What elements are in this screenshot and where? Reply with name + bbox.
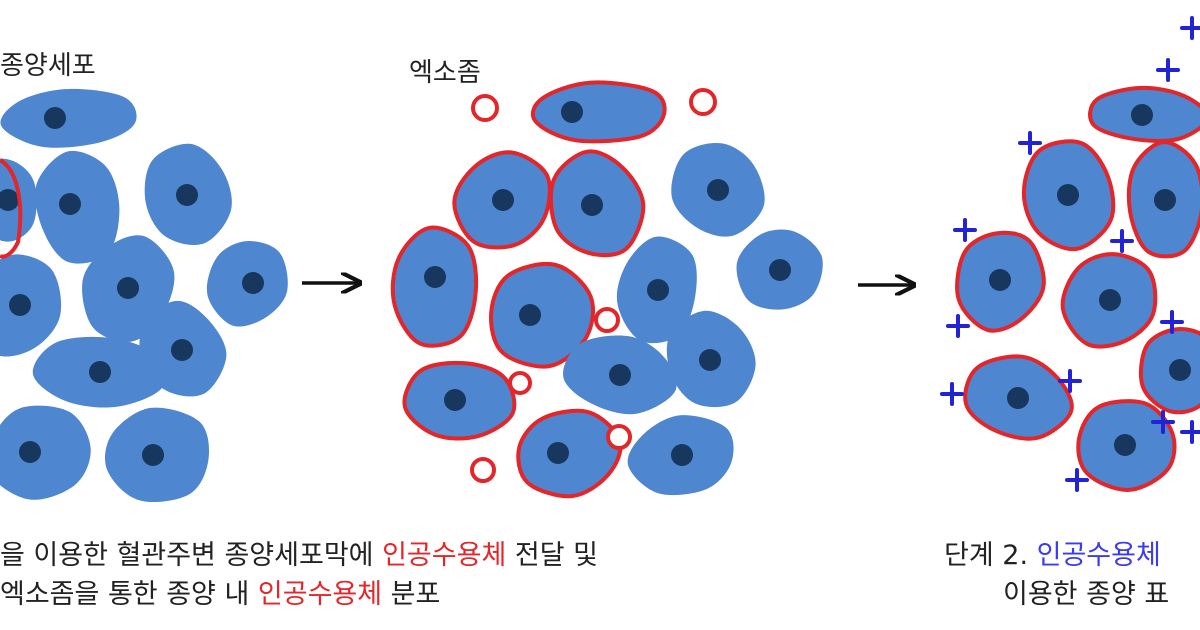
cell-nucleus <box>44 107 66 129</box>
caption-segment: 단계 2. <box>944 540 1037 571</box>
caption-segment: 인공수용체 <box>382 540 507 571</box>
cell-nucleus <box>492 189 514 211</box>
panel-exosome-distribution <box>390 80 823 499</box>
caption-panel2-line1: 단계 2. 인공수용체 <box>944 542 1161 569</box>
exosome <box>508 371 532 395</box>
cell-nucleus <box>647 279 669 301</box>
cell-nucleus <box>0 189 19 211</box>
tumor-cell <box>489 262 596 369</box>
cell-nucleus <box>117 277 139 299</box>
cell-nucleus <box>19 441 41 463</box>
panel-tumor-cells <box>0 88 288 502</box>
cell-nucleus <box>699 349 721 371</box>
cell-nucleus <box>707 179 729 201</box>
cell-nucleus <box>1114 434 1136 456</box>
tumor-cell <box>516 408 623 499</box>
cell-nucleus <box>581 194 603 216</box>
caption-segment: 전달 및 <box>506 540 598 571</box>
exosome-label: 엑소좀 <box>409 58 481 88</box>
cell-nucleus <box>1099 289 1121 311</box>
exosome <box>689 88 717 116</box>
caption-panel2-line2: 이용한 종양 표 <box>1003 581 1169 608</box>
cell-nucleus <box>176 184 198 206</box>
exosome <box>594 307 620 333</box>
cell-nucleus <box>1154 189 1176 211</box>
membrane-edge <box>0 158 23 259</box>
caption-panel1-line2: 엑소좀을 통한 종양 내 인공수용체 분포 <box>0 581 440 608</box>
tumor-cell <box>0 405 91 500</box>
cell-nucleus <box>89 361 111 383</box>
process-arrows <box>302 283 912 285</box>
cell-nucleus <box>561 101 583 123</box>
caption-segment: 인공수용체 <box>257 579 383 610</box>
panel-receptor-labeling <box>940 16 1200 492</box>
caption-segment: 분포 <box>382 579 441 610</box>
exosome <box>471 94 499 122</box>
caption-segment: 엑소좀을 통한 종양 내 <box>0 579 258 610</box>
exosome <box>470 457 496 483</box>
cell-nucleus <box>989 269 1011 291</box>
cell-nucleus <box>1007 387 1029 409</box>
cell-nucleus <box>609 364 631 386</box>
tumor-cell <box>530 80 667 144</box>
cell-nucleus <box>171 339 193 361</box>
cell-nucleus <box>671 444 693 466</box>
caption-segment: 을 이용한 혈관주변 종양세포막에 <box>0 540 383 571</box>
tumor-cell-label: 종양세포 <box>0 51 96 81</box>
cell-nucleus <box>59 193 81 215</box>
cell-nucleus <box>1169 359 1191 381</box>
exosome <box>606 424 632 450</box>
cell-nucleus <box>242 272 264 294</box>
tumor-cell <box>0 88 137 148</box>
cell-nucleus <box>424 266 446 288</box>
caption-panel1-line1: 을 이용한 혈관주변 종양세포막에 인공수용체 전달 및 <box>0 542 598 569</box>
cell-nucleus <box>769 259 791 281</box>
cell-nucleus <box>519 304 541 326</box>
caption-segment: 인공수용체 <box>1036 540 1161 571</box>
caption-segment: 이용한 종양 표 <box>1003 579 1170 610</box>
cell-nucleus <box>1057 184 1079 206</box>
cell-nucleus <box>142 444 164 466</box>
cell-nucleus <box>547 442 569 464</box>
cell-nucleus <box>9 294 31 316</box>
cell-nucleus <box>1131 104 1153 126</box>
cell-nucleus <box>444 389 466 411</box>
